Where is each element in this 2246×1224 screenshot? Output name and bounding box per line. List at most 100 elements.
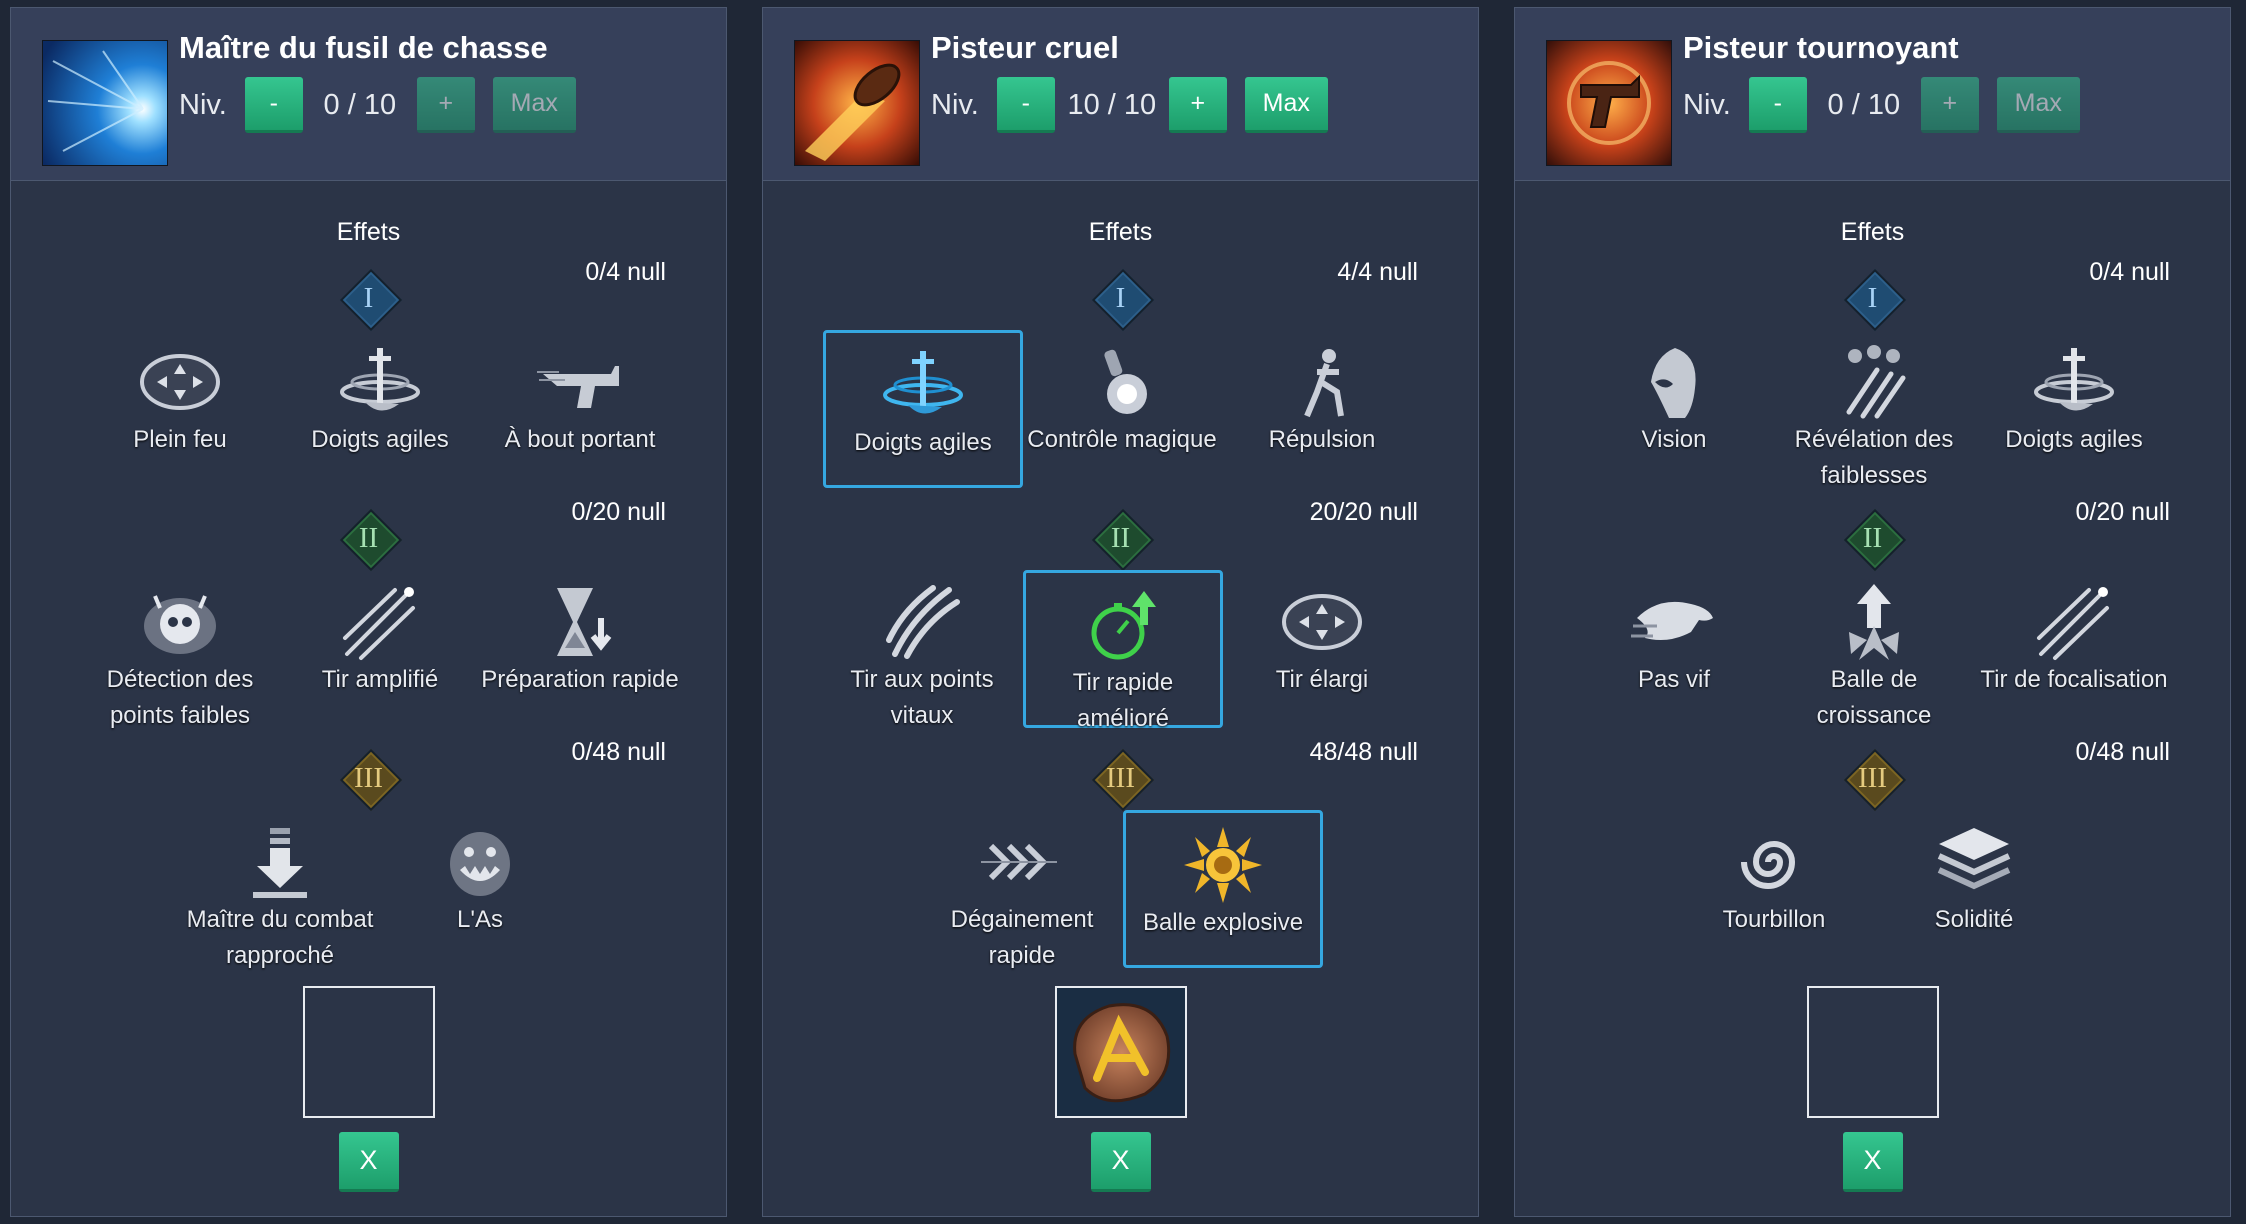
rune-slot[interactable] — [1054, 986, 1187, 1118]
claw-slash-icon — [886, 585, 960, 659]
tripod-label: Tir amplifié — [321, 666, 439, 693]
tier-3-badge: III — [339, 748, 402, 812]
tripod-label: Tir de focalisation — [1980, 666, 2168, 693]
tripod-node-selected[interactable]: Doigts agiles — [823, 330, 1023, 488]
level-minus-button[interactable]: - — [1748, 77, 1807, 133]
rune-slot[interactable] — [302, 986, 435, 1118]
tripod-node-selected[interactable]: Balle explosive — [1123, 810, 1323, 968]
level-row: Niv. - 0 / 10 + Max — [179, 76, 576, 134]
up-arrow-burst-icon — [1849, 584, 1899, 660]
tripod-label: Doigts agiles — [854, 429, 992, 456]
skill-panel-3: Pisteur tournoyant Niv. - 0 / 10 + Max E… — [1514, 7, 2231, 1217]
tripod-node[interactable]: Préparation rapide — [481, 582, 679, 698]
skill-title: Maître du fusil de chasse — [179, 30, 548, 65]
tripod-label: Vision — [1641, 426, 1707, 453]
tripod-label: Répulsion — [1268, 426, 1376, 453]
tripod-node[interactable]: Balle de croissance — [1775, 582, 1973, 734]
skill-header: Maître du fusil de chasse Niv. - 0 / 10 … — [11, 8, 726, 181]
tripod-node[interactable]: Révélation des faiblesses — [1775, 342, 1973, 494]
tripod-node[interactable]: Dégainement rapide — [923, 822, 1121, 974]
skill-header: Pisteur cruel Niv. - 10 / 10 + Max — [763, 8, 1478, 181]
tripod-label: Balle de croissance — [1816, 666, 1932, 729]
tier-2-points: 20/20 null — [1309, 498, 1418, 526]
tripod-label: À bout portant — [504, 426, 656, 453]
level-value: 0 / 10 — [1827, 88, 1901, 121]
tripod-label: Tourbillon — [1722, 906, 1826, 933]
tier-1-points: 0/4 null — [2089, 258, 2170, 286]
level-plus-button[interactable]: + — [416, 77, 475, 133]
crosshair-icon — [140, 354, 220, 410]
tripod-node[interactable]: Maître du combat rapproché — [181, 822, 379, 974]
tier-2-points: 0/20 null — [571, 498, 666, 526]
rune-stone-icon — [1072, 1003, 1170, 1103]
effects-label: Effets — [336, 218, 401, 246]
level-row: Niv. - 0 / 10 + Max — [1683, 76, 2080, 134]
level-minus-button[interactable]: - — [996, 77, 1055, 133]
level-max-button[interactable]: Max — [1244, 77, 1328, 133]
reset-button[interactable]: X — [338, 1132, 399, 1192]
level-max-button[interactable]: Max — [1996, 77, 2080, 133]
recoil-figure-icon — [1304, 349, 1344, 418]
tripod-node[interactable]: Vision — [1575, 342, 1773, 458]
tripod-node[interactable]: Pas vif — [1575, 582, 1773, 698]
running-beast-icon — [1631, 601, 1713, 640]
tripod-node-selected[interactable]: Tir rapide amélioré — [1023, 570, 1223, 732]
tripod-label: Contrôle magique — [1027, 426, 1217, 453]
tripod-node[interactable]: Tir élargi — [1223, 582, 1421, 698]
tripod-label: L'As — [457, 906, 503, 933]
level-value: 10 / 10 — [1067, 88, 1157, 121]
tier-1-points: 4/4 null — [1337, 258, 1418, 286]
tripod-node[interactable]: Tir de focalisation — [1975, 582, 2173, 698]
spinning-hand-icon — [340, 348, 420, 411]
tripod-node[interactable]: Détection des points faibles — [81, 582, 279, 734]
level-plus-button[interactable]: + — [1168, 77, 1227, 133]
level-label: Niv. — [1683, 88, 1731, 121]
tripod-label: Tir élargi — [1275, 666, 1369, 693]
rune-slot[interactable] — [1806, 986, 1939, 1118]
skill-panel-2: Pisteur cruel Niv. - 10 / 10 + Max Effet… — [762, 7, 1479, 1217]
spinning-hand-icon — [883, 351, 963, 414]
down-arrow-icon — [253, 828, 307, 898]
level-minus-button[interactable]: - — [244, 77, 303, 133]
skill-panel-1: Maître du fusil de chasse Niv. - 0 / 10 … — [10, 7, 727, 1217]
level-plus-button[interactable]: + — [1920, 77, 1979, 133]
tripod-label: Solidité — [1934, 906, 2014, 933]
effects-label: Effets — [1840, 218, 1905, 246]
tripod-label: Tir rapide amélioré — [1072, 669, 1174, 732]
hooded-figure-icon — [1651, 348, 1696, 418]
tripod-label: Doigts agiles — [2005, 426, 2143, 453]
tier-2-badge: II — [339, 508, 402, 572]
reset-button[interactable]: X — [1090, 1132, 1151, 1192]
tripod-label: Plein feu — [133, 426, 227, 453]
skill-icon-spinning-revolver — [1546, 40, 1672, 166]
claw-group-icon — [1846, 345, 1906, 419]
level-max-button[interactable]: Max — [492, 77, 576, 133]
tripod-node[interactable]: Tir aux points vitaux — [823, 582, 1021, 734]
tripod-node[interactable]: L'As — [381, 822, 579, 938]
tripod-node[interactable]: Tourbillon — [1675, 822, 1873, 938]
skill-icon-fire-bullet — [794, 40, 920, 166]
pistol-icon — [537, 366, 619, 408]
tripod-label: Tir aux points vitaux — [850, 666, 994, 729]
tripod-node[interactable]: Répulsion — [1223, 342, 1421, 458]
spinning-hand-icon — [2034, 348, 2114, 411]
level-label: Niv. — [931, 88, 979, 121]
skill-header: Pisteur tournoyant Niv. - 0 / 10 + Max — [1515, 8, 2230, 181]
tier-1-points: 0/4 null — [585, 258, 666, 286]
tripod-node[interactable]: Contrôle magique — [1023, 342, 1221, 458]
tripod-node[interactable]: Tir amplifié — [281, 582, 479, 698]
level-value: 0 / 10 — [323, 88, 397, 121]
monster-face-icon — [450, 832, 510, 896]
crosshair-icon — [1282, 594, 1362, 650]
chevrons-icon — [981, 843, 1057, 881]
tripod-node[interactable]: Doigts agiles — [1975, 342, 2173, 458]
tripod-node[interactable]: À bout portant — [481, 342, 679, 458]
skill-title: Pisteur cruel — [931, 30, 1119, 65]
tripod-node[interactable]: Doigts agiles — [281, 342, 479, 458]
tripod-node[interactable]: Solidité — [1875, 822, 2073, 938]
stopwatch-icon — [1091, 591, 1156, 660]
tripod-node[interactable]: Plein feu — [81, 342, 279, 458]
reset-button[interactable]: X — [1842, 1132, 1903, 1192]
tier-3-badge: III — [1091, 748, 1154, 812]
hourglass-icon — [557, 588, 612, 656]
